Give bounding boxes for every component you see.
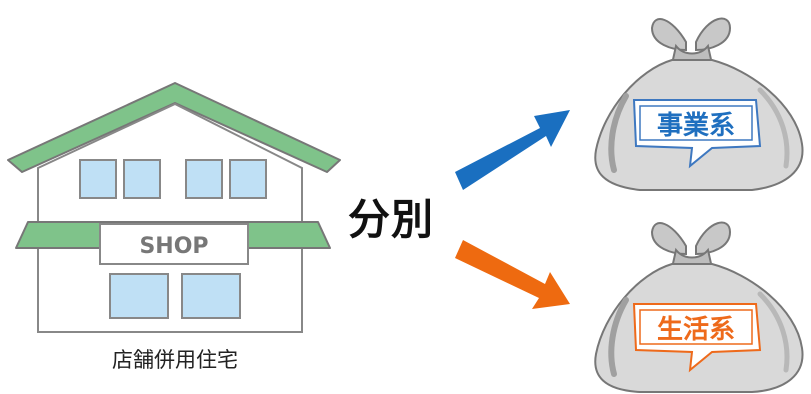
house-roof <box>7 82 341 173</box>
garbage-bag-business <box>594 17 804 191</box>
lower-windows <box>109 273 241 319</box>
arrow-to-household-waste <box>455 240 570 309</box>
shop-house-illustration: SHOP <box>7 82 341 333</box>
upper-windows <box>79 159 267 199</box>
bag-label-business: 事業系 <box>657 111 735 141</box>
shop-sign <box>99 223 249 265</box>
arrow-to-business-waste <box>455 110 570 190</box>
sorting-label: 分別 <box>348 195 435 244</box>
garbage-bag-household <box>594 221 804 393</box>
bag-label-household: 生活系 <box>657 315 735 345</box>
house-caption: 店舗併用住宅 <box>112 348 238 372</box>
shop-sign-text: SHOP <box>139 234 208 259</box>
